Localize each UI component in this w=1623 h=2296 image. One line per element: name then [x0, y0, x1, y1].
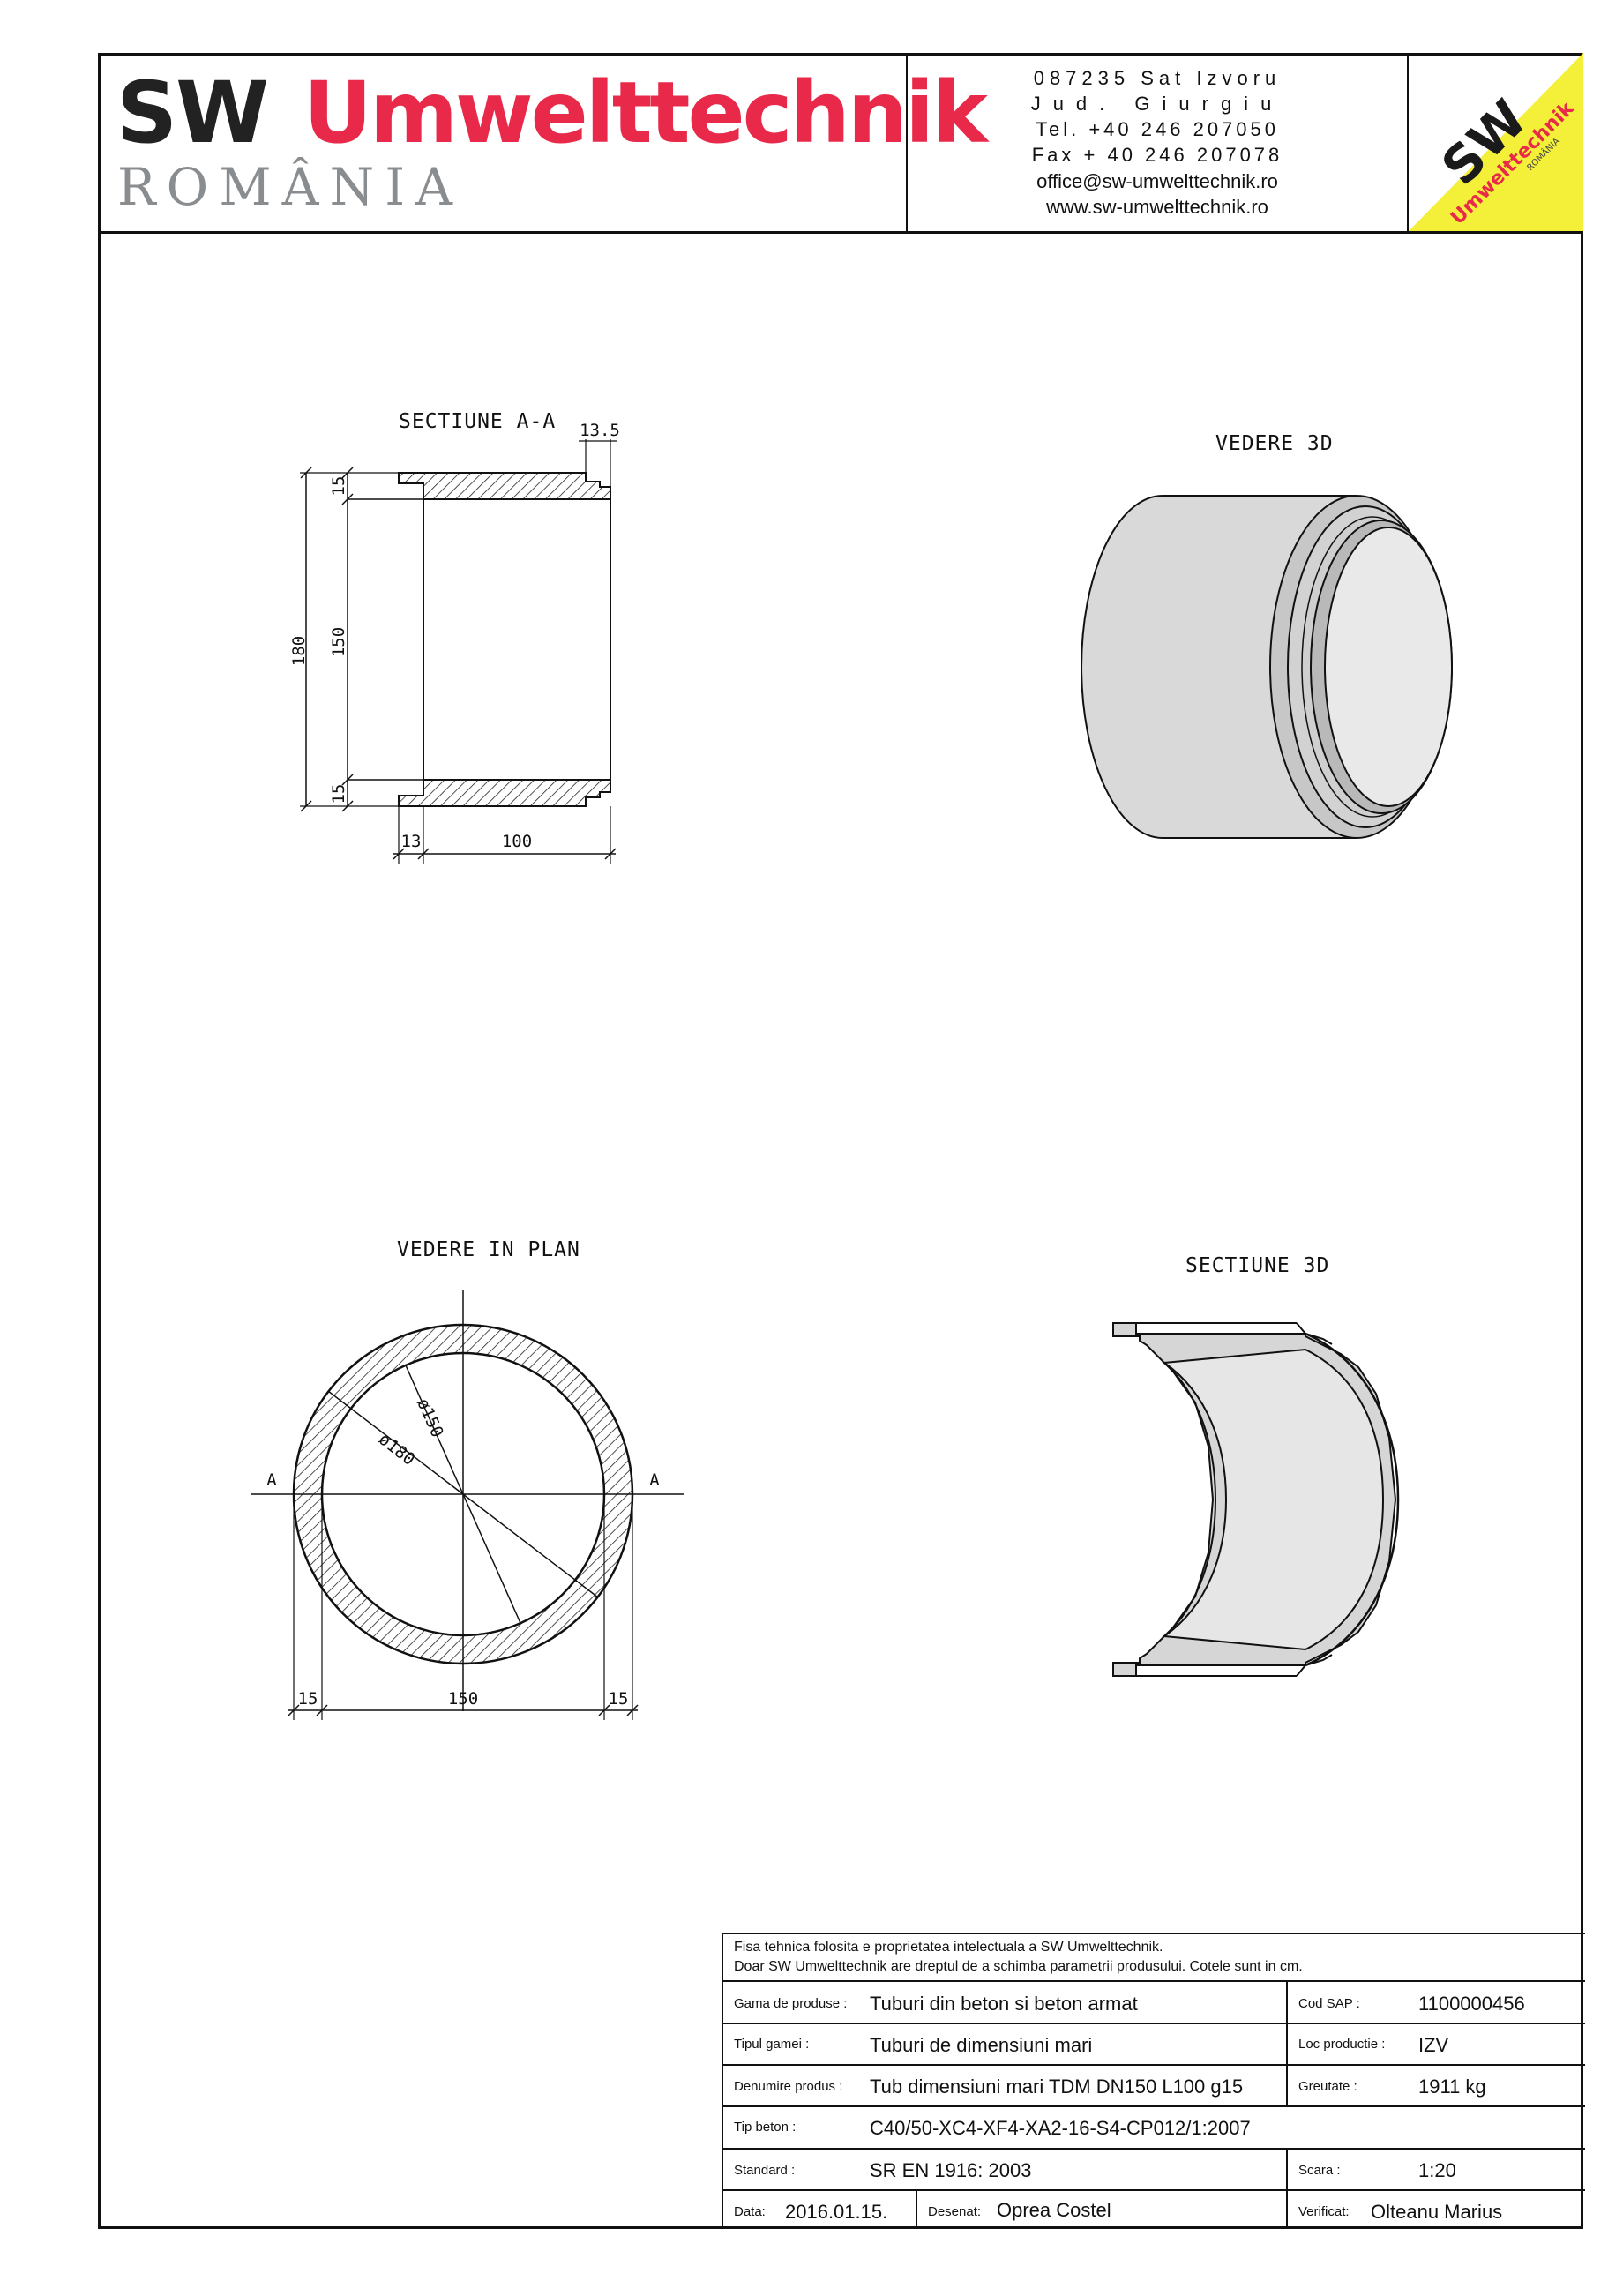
tip-beton-label: Tip beton : [734, 2120, 797, 2135]
website: www.sw-umwelttechnik.ro [1046, 196, 1268, 218]
standard-value: SR EN 1916: 2003 [870, 2159, 1032, 2181]
denumire-value: Tub dimensiuni mari TDM DN150 L100 g15 [870, 2075, 1244, 2098]
pipe-3d-view [1081, 495, 1453, 839]
plan-view-drawing: A A ø150 ø180 15 150 15 [251, 1290, 684, 1720]
note-line-2: Doar SW Umwelttechnik are dreptul de a s… [734, 1959, 1303, 1974]
data-label: Data: [734, 2204, 766, 2219]
brand-badge: SW Umwelttechnik ROMÂNIA [1409, 53, 1583, 231]
plan-view-title: VEDERE IN PLAN [397, 1238, 580, 1261]
data-value: 2016.01.15. [785, 2201, 888, 2223]
cod-sap-value: 1100000456 [1418, 1993, 1525, 2015]
desenat-value: Oprea Costel [997, 2199, 1111, 2221]
email: office@sw-umwelttechnik.ro [1036, 170, 1278, 192]
county: Jud. Giurgiu [1030, 93, 1284, 115]
logo-sw: SW [116, 64, 269, 162]
greutate-label: Greutate : [1298, 2079, 1357, 2094]
verificat-label: Verificat: [1298, 2204, 1350, 2219]
section-mark-right: A [649, 1470, 660, 1490]
fax: Fax + 40 246 207078 [1031, 144, 1283, 166]
address: 087235 Sat Izvoru [1033, 67, 1282, 89]
company-logo: SW Umwelttechnik ROMÂNIA [98, 53, 988, 231]
tipul-gamei-value: Tuburi de dimensiuni mari [870, 2034, 1093, 2056]
badge-yellow-triangle [1409, 53, 1583, 231]
bottom-wall-section [398, 779, 611, 807]
dim-wall-left: 15 [298, 1689, 318, 1709]
section-3d-inner-surface [1162, 1348, 1385, 1651]
scara-value: 1:20 [1418, 2159, 1456, 2181]
header: SW Umwelttechnik ROMÂNIA 087235 Sat Izvo… [98, 53, 1583, 234]
note-line-1: Fisa tehnica folosita e proprietatea int… [734, 1940, 1163, 1955]
loc-productie-value: IZV [1418, 2034, 1449, 2056]
section-mark-left: A [266, 1470, 277, 1490]
loc-productie-label: Loc productie : [1298, 2037, 1386, 2052]
section-3d-drawing [1112, 1322, 1400, 1677]
section-3d-title: SECTIUNE 3D [1185, 1254, 1330, 1277]
section-aa-drawing: 180 15 150 15 13.5 13 100 [289, 421, 620, 864]
section-aa-title: SECTIUNE A-A [399, 410, 557, 433]
dim-wall-right: 15 [609, 1689, 629, 1709]
logo-umwelttechnik: Umwelttechnik [303, 64, 988, 162]
title-block: Fisa tehnica folosita e proprietatea int… [722, 1933, 1585, 2229]
pipe-3d-opening [1324, 527, 1453, 807]
contact-block: 087235 Sat Izvoru Jud. Giurgiu Tel. +40 … [908, 53, 1409, 231]
gama-value: Tuburi din beton si beton armat [870, 1993, 1138, 2015]
verificat-value: Olteanu Marius [1371, 2201, 1503, 2223]
dim-inner: 150 [448, 1689, 478, 1709]
scara-label: Scara : [1298, 2163, 1341, 2178]
tip-beton-value: C40/50-XC4-XF4-XA2-16-S4-CP012/1:2007 [870, 2117, 1251, 2139]
top-wall-section [398, 472, 611, 500]
dim-spigot: 13 [401, 832, 422, 851]
tipul-gamei-label: Tipul gamei : [734, 2037, 810, 2052]
dim-total-height: 180 [289, 636, 309, 666]
dim-wall-bottom: 15 [329, 784, 348, 804]
denumire-label: Denumire produs : [734, 2079, 843, 2094]
dim-top-step: 13.5 [580, 421, 620, 440]
gama-label: Gama de produse : [734, 1996, 848, 2011]
telephone: Tel. +40 246 207050 [1035, 118, 1279, 140]
dim-inner-height: 150 [329, 627, 348, 657]
dim-length: 100 [502, 832, 532, 851]
dim-wall-top: 15 [329, 476, 348, 497]
cod-sap-label: Cod SAP : [1298, 1996, 1360, 2011]
greutate-value: 1911 kg [1418, 2075, 1486, 2098]
standard-label: Standard : [734, 2163, 796, 2178]
logo-romania: ROMÂNIA [117, 157, 464, 217]
desenat-label: Desenat: [928, 2204, 982, 2219]
view-3d-title: VEDERE 3D [1215, 432, 1334, 455]
drawing-sheet-frame [98, 53, 1583, 2229]
